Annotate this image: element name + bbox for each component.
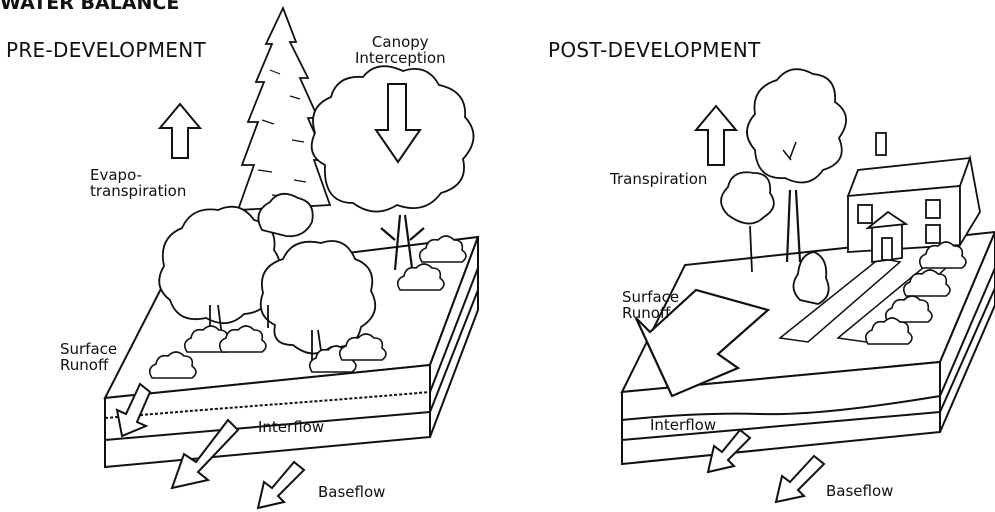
post-interflow-arrow: [706, 428, 752, 474]
post-baseflow-label: Baseflow: [826, 482, 894, 500]
pre-interflow-label: Interflow: [258, 418, 325, 436]
canopy-interception-label: Canopy Interception: [355, 33, 446, 67]
pre-surface-runoff-arrow: [115, 382, 152, 438]
diagram-title: WATER BALANCE: [0, 0, 180, 14]
post-baseflow-arrow: [774, 454, 826, 504]
canopy-interception-arrow: [374, 83, 422, 164]
transpiration-label: Transpiration: [610, 170, 708, 188]
canopy-label-line2: Interception: [355, 48, 446, 67]
post-development-heading: POST-DEVELOPMENT: [548, 38, 761, 62]
pre-runoff-line2: Runoff: [60, 355, 109, 374]
post-runoff-line1: Surface: [622, 288, 680, 306]
evapotranspiration-arrow: [157, 102, 203, 159]
post-development-panel: [620, 68, 995, 504]
post-surface-runoff-arrow: [635, 288, 771, 398]
transpiration-arrow: [693, 104, 739, 166]
post-interflow-label: Interflow: [650, 416, 717, 434]
canopy-label-line1: Canopy: [371, 33, 429, 51]
evapotranspiration-label: Evapo- transpiration: [90, 166, 187, 200]
pre-development-heading: PRE-DEVELOPMENT: [6, 38, 206, 62]
pre-baseflow-arrow: [256, 460, 306, 510]
pre-runoff-line1: Surface: [60, 340, 118, 358]
evapo-label-line2: transpiration: [90, 181, 187, 200]
house: [846, 132, 981, 264]
post-trees: [720, 68, 847, 305]
evapo-label-line1: Evapo-: [90, 166, 142, 184]
pre-surface-runoff-label: Surface Runoff: [60, 340, 118, 374]
pre-development-panel: [103, 5, 480, 510]
pre-interflow-arrow: [170, 418, 240, 490]
post-runoff-line2: Runoff: [622, 303, 671, 322]
pre-baseflow-label: Baseflow: [318, 483, 386, 501]
post-surface-runoff-label: Surface Runoff: [622, 288, 680, 322]
